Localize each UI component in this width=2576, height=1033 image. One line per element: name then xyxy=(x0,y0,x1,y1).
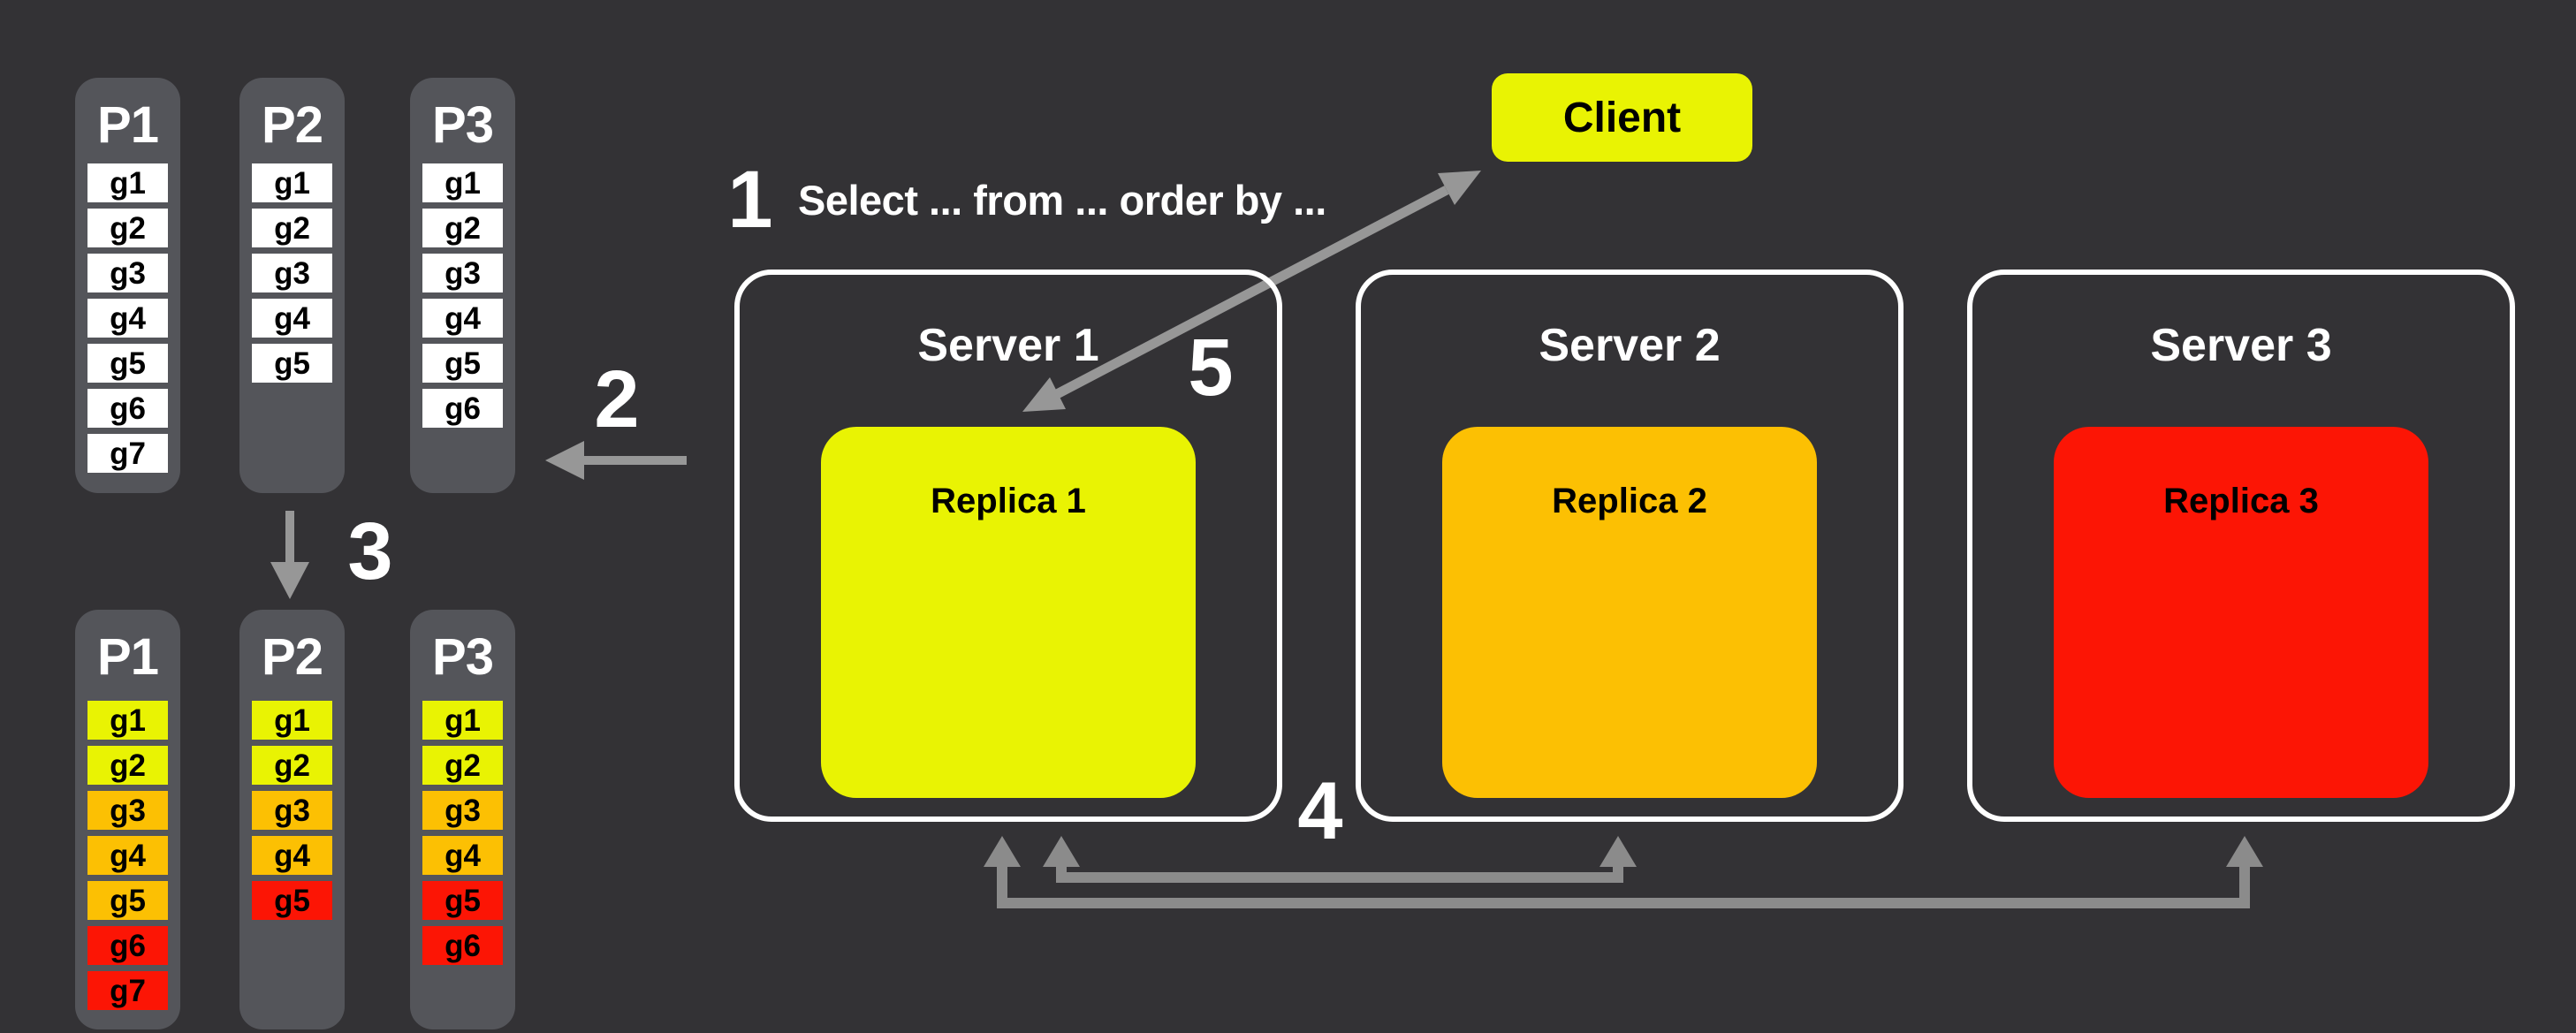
partition-before-p1: P1 g1 g2 g3 g4 g5 g6 g7 xyxy=(75,78,180,493)
shard-cell: g6 xyxy=(87,926,168,965)
shard-cell: g7 xyxy=(87,434,168,473)
cell-stack: g1 g2 g3 g4 g5 g6 g7 xyxy=(75,163,180,473)
server-label: Server 1 xyxy=(917,320,1099,371)
shard-cell: g4 xyxy=(252,836,332,875)
replication-arrow-s1-s3 xyxy=(984,836,2263,908)
shard-cell: g3 xyxy=(422,254,503,292)
step-3-number: 3 xyxy=(347,506,393,596)
shard-cell: g2 xyxy=(422,746,503,785)
shard-cell: g3 xyxy=(87,791,168,830)
shard-cell: g2 xyxy=(87,209,168,247)
shard-cell: g2 xyxy=(422,209,503,247)
shard-cell: g5 xyxy=(422,881,503,920)
partition-title: P3 xyxy=(432,96,494,154)
partition-after-p1: P1 g1 g2 g3 g4 g5 g6 g7 xyxy=(75,610,180,1029)
replica-label: Replica 3 xyxy=(2163,482,2319,520)
partition-title: P2 xyxy=(262,628,323,686)
partition-before-p2: P2 g1 g2 g3 g4 g5 xyxy=(239,78,345,493)
shard-cell: g3 xyxy=(422,791,503,830)
step-4-number: 4 xyxy=(1297,766,1343,856)
shard-cell: g1 xyxy=(252,701,332,740)
shard-cell: g1 xyxy=(252,163,332,202)
server-label: Server 3 xyxy=(2150,320,2332,371)
shard-cell: g4 xyxy=(87,836,168,875)
replica-label: Replica 1 xyxy=(931,482,1086,520)
shard-cell: g4 xyxy=(252,299,332,338)
step-2-number: 2 xyxy=(594,354,640,444)
server-2-box: Server 2 Replica 2 xyxy=(1356,270,1904,822)
cell-stack: g1 g2 g3 g4 g5 xyxy=(239,163,345,383)
replica-3-box: Replica 3 xyxy=(2054,427,2428,798)
shard-cell: g4 xyxy=(422,836,503,875)
server-3-box: Server 3 Replica 3 xyxy=(1967,270,2515,822)
shard-cell: g2 xyxy=(87,746,168,785)
cell-stack: g1 g2 g3 g4 g5 g6 xyxy=(410,163,515,428)
client-box: Client xyxy=(1492,73,1752,162)
shard-cell: g1 xyxy=(87,701,168,740)
shard-cell: g6 xyxy=(87,389,168,428)
shard-cell: g6 xyxy=(422,389,503,428)
step3-down-arrow xyxy=(270,511,309,599)
partition-title: P3 xyxy=(432,628,494,686)
step-1-number: 1 xyxy=(727,155,773,245)
replica-1-box: Replica 1 xyxy=(821,427,1196,798)
shard-cell: g3 xyxy=(252,254,332,292)
shard-cell: g6 xyxy=(422,926,503,965)
shard-cell: g7 xyxy=(87,971,168,1010)
server-1-box: Server 1 Replica 1 xyxy=(734,270,1282,822)
server-label: Server 2 xyxy=(1539,320,1721,371)
partition-before-p3: P3 g1 g2 g3 g4 g5 g6 xyxy=(410,78,515,493)
cell-stack: g1 g2 g3 g4 g5 xyxy=(239,701,345,920)
shard-cell: g5 xyxy=(252,344,332,383)
shard-cell: g5 xyxy=(87,344,168,383)
partition-title: P1 xyxy=(97,628,159,686)
shard-cell: g4 xyxy=(422,299,503,338)
replica-2-box: Replica 2 xyxy=(1442,427,1817,798)
shard-cell: g2 xyxy=(252,746,332,785)
shard-cell: g1 xyxy=(87,163,168,202)
partition-title: P2 xyxy=(262,96,323,154)
query-text: Select ... from ... order by ... xyxy=(798,177,1326,224)
cell-stack: g1 g2 g3 g4 g5 g6 g7 xyxy=(75,701,180,1010)
step-5-number: 5 xyxy=(1188,323,1234,413)
shard-cell: g1 xyxy=(422,701,503,740)
shard-cell: g5 xyxy=(252,881,332,920)
shard-cell: g3 xyxy=(252,791,332,830)
replica-label: Replica 2 xyxy=(1552,482,1707,520)
shard-cell: g1 xyxy=(422,163,503,202)
shard-cell: g5 xyxy=(87,881,168,920)
partition-after-p2: P2 g1 g2 g3 g4 g5 xyxy=(239,610,345,1029)
step2-arrow xyxy=(545,441,687,480)
partition-after-p3: P3 g1 g2 g3 g4 g5 g6 xyxy=(410,610,515,1029)
shard-cell: g4 xyxy=(87,299,168,338)
cell-stack: g1 g2 g3 g4 g5 g6 xyxy=(410,701,515,965)
shard-cell: g5 xyxy=(422,344,503,383)
shard-cell: g3 xyxy=(87,254,168,292)
shard-cell: g2 xyxy=(252,209,332,247)
partition-title: P1 xyxy=(97,96,159,154)
